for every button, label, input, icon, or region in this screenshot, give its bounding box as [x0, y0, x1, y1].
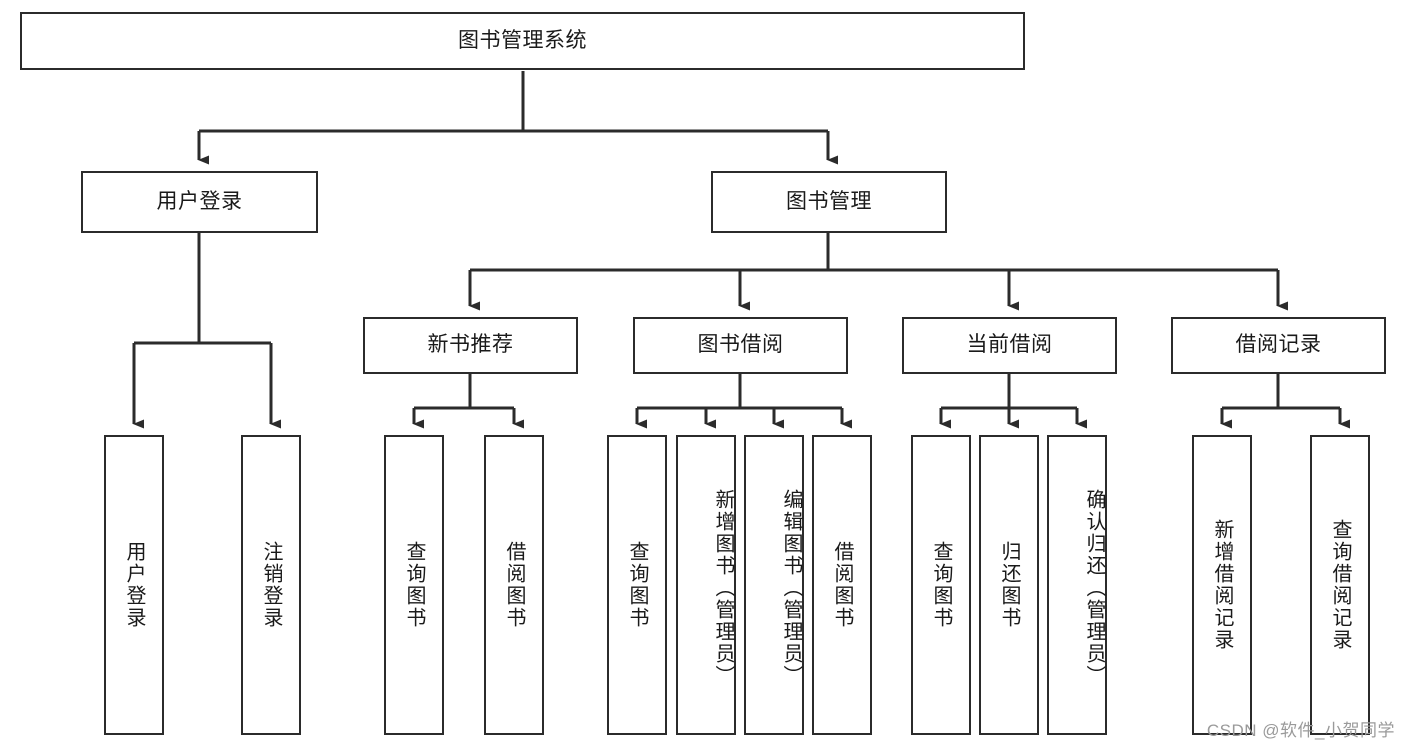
leaf-recommend-borrow-book-label: 借阅图书 — [503, 541, 525, 629]
leaf-borrow-edit-book[interactable]: 编辑图书（管理员） — [744, 435, 804, 735]
leaf-record-add-label: 新增借阅记录 — [1211, 519, 1233, 651]
leaf-borrow-query-book-label: 查询图书 — [626, 541, 648, 629]
node-book-management[interactable]: 图书管理 — [711, 171, 947, 233]
leaf-user-logout[interactable]: 注销登录 — [241, 435, 301, 735]
node-borrow-record-label: 借阅记录 — [1235, 333, 1322, 357]
node-borrow-record[interactable]: 借阅记录 — [1171, 317, 1386, 374]
leaf-user-logout-label: 注销登录 — [260, 541, 282, 629]
leaf-current-confirm-return-label: 确认归还（管理员） — [1083, 489, 1105, 687]
leaf-user-login[interactable]: 用户登录 — [104, 435, 164, 735]
leaf-record-add[interactable]: 新增借阅记录 — [1192, 435, 1252, 735]
node-root[interactable]: 图书管理系统 — [20, 12, 1025, 70]
node-user-login-label: 用户登录 — [156, 189, 243, 213]
node-user-login[interactable]: 用户登录 — [81, 171, 318, 233]
node-current-borrow[interactable]: 当前借阅 — [902, 317, 1117, 374]
node-book-borrow-label: 图书借阅 — [697, 333, 784, 357]
leaf-borrow-borrow-book[interactable]: 借阅图书 — [812, 435, 872, 735]
leaf-borrow-query-book[interactable]: 查询图书 — [607, 435, 667, 735]
leaf-record-query-label: 查询借阅记录 — [1329, 519, 1351, 651]
leaf-record-query[interactable]: 查询借阅记录 — [1310, 435, 1370, 735]
leaf-recommend-query-book-label: 查询图书 — [403, 541, 425, 629]
leaf-current-query-book[interactable]: 查询图书 — [911, 435, 971, 735]
node-current-borrow-label: 当前借阅 — [966, 333, 1053, 357]
node-book-borrow[interactable]: 图书借阅 — [633, 317, 848, 374]
leaf-borrow-add-book[interactable]: 新增图书（管理员） — [676, 435, 736, 735]
leaf-current-confirm-return[interactable]: 确认归还（管理员） — [1047, 435, 1107, 735]
leaf-recommend-query-book[interactable]: 查询图书 — [384, 435, 444, 735]
node-new-book-recommend-label: 新书推荐 — [427, 333, 514, 357]
node-book-management-label: 图书管理 — [786, 189, 872, 213]
leaf-borrow-add-book-label: 新增图书（管理员） — [712, 489, 734, 687]
leaf-current-query-book-label: 查询图书 — [930, 541, 952, 629]
leaf-current-return-book-label: 归还图书 — [998, 541, 1020, 629]
leaf-recommend-borrow-book[interactable]: 借阅图书 — [484, 435, 544, 735]
leaf-current-return-book[interactable]: 归还图书 — [979, 435, 1039, 735]
node-new-book-recommend[interactable]: 新书推荐 — [363, 317, 578, 374]
node-root-label: 图书管理系统 — [458, 28, 587, 52]
leaf-borrow-edit-book-label: 编辑图书（管理员） — [780, 489, 802, 687]
leaf-borrow-borrow-book-label: 借阅图书 — [831, 541, 853, 629]
leaf-user-login-label: 用户登录 — [123, 541, 145, 629]
